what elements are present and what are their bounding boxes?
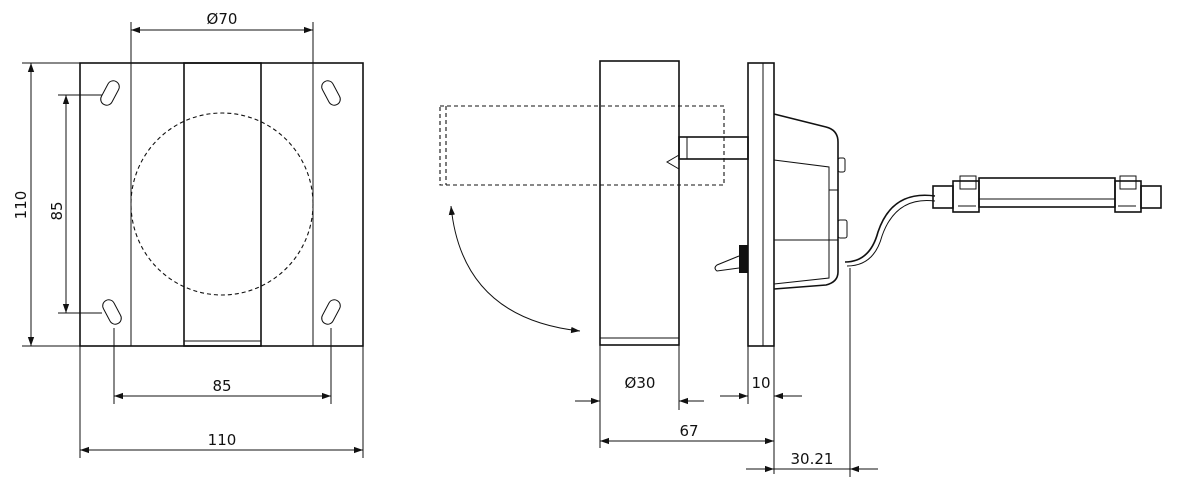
cable <box>844 194 936 263</box>
sensor-rotated-position-hidden <box>439 105 725 186</box>
dim-outer-width-label: 110 <box>208 431 237 449</box>
toggle-base <box>739 245 748 273</box>
dim-outer-height: 110 <box>12 62 80 347</box>
slot-hole-bottom-right <box>321 299 341 325</box>
dim-hole-spacing-vertical: 85 <box>48 94 102 314</box>
housing <box>773 113 839 290</box>
cable-connector <box>932 175 1162 213</box>
dim-circle-diameter-label: Ø70 <box>207 10 238 28</box>
slot-hole-bottom-left <box>102 299 122 325</box>
slot-hole-top-right <box>321 80 341 106</box>
toggle-lever <box>714 255 740 272</box>
dim-overall-length: 67 <box>599 404 775 474</box>
dim-hole-spacing-horizontal: 85 <box>113 328 332 404</box>
dim-outer-width: 110 <box>79 346 364 458</box>
dim-flange-thickness: 10 <box>720 346 802 404</box>
mounting-plate-outline <box>79 62 364 347</box>
slot-hole-top-left <box>100 80 120 106</box>
screw-top <box>837 157 846 173</box>
side-view: Ø30 10 67 30.21 <box>439 60 1162 477</box>
dim-flange-thickness-label: 10 <box>751 374 770 392</box>
dim-offset-label: 30.21 <box>791 450 834 468</box>
rotation-arrow <box>448 205 581 334</box>
screw-bottom <box>837 219 848 239</box>
front-view: Ø70 110 85 85 110 <box>12 10 364 458</box>
dim-overall-length-label: 67 <box>679 422 698 440</box>
dim-hole-spacing-horizontal-label: 85 <box>212 377 231 395</box>
dim-hole-spacing-vertical-label: 85 <box>48 201 66 220</box>
dim-sensor-diameter: Ø30 <box>575 345 704 410</box>
sensor-circle-hidden <box>130 112 314 296</box>
sensor-body <box>599 60 680 346</box>
shaft <box>678 136 749 160</box>
center-channel <box>183 62 262 347</box>
dim-outer-height-label: 110 <box>12 191 30 220</box>
dim-offset: 30.21 <box>746 268 878 477</box>
flange-plate <box>747 62 775 347</box>
dim-sensor-diameter-label: Ø30 <box>625 374 656 392</box>
dim-circle-diameter: Ø70 <box>130 10 314 63</box>
